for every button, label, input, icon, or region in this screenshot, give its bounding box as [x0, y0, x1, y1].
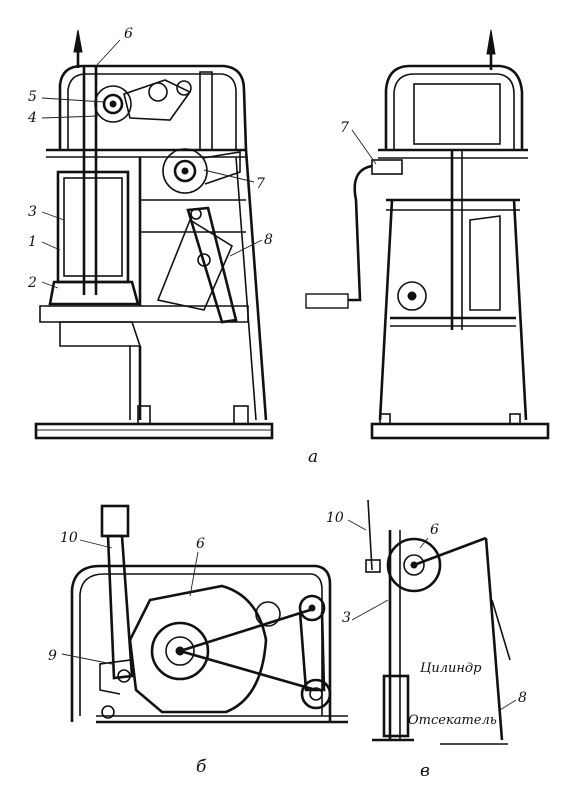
sublabel-v: в — [420, 761, 430, 781]
word-cutter: Отсекатель — [408, 713, 497, 728]
callout-1: 1 — [28, 234, 37, 250]
handle-knob-side — [486, 29, 496, 55]
callout-9: 9 — [48, 648, 57, 664]
lever-8 — [156, 218, 234, 311]
cylinder — [56, 170, 130, 284]
cylinder-scheme — [382, 674, 410, 738]
view-b — [70, 504, 348, 724]
handle-knob — [73, 29, 83, 53]
callout-6b: 6 — [196, 536, 205, 552]
callout-2: 2 — [27, 275, 37, 291]
view-v-scheme — [365, 499, 511, 745]
callout-5: 5 — [28, 89, 37, 105]
callout-10b: 10 — [60, 530, 78, 546]
callout-4: 4 — [27, 110, 37, 126]
view-a-front — [34, 29, 274, 440]
crank-handle — [305, 293, 349, 309]
callout-3: 3 — [28, 204, 37, 220]
gear-wheel — [94, 85, 132, 123]
sublabel-a: а — [308, 447, 318, 467]
leaders — [41, 39, 517, 711]
word-cylinder: Цилиндр — [420, 661, 482, 676]
connecting-rod — [298, 611, 326, 692]
callout-8v: 8 — [518, 690, 527, 706]
floor-rail — [34, 422, 274, 440]
callout-10v: 10 — [326, 510, 344, 526]
labels: 6 5 4 3 1 2 7 8 7 а 10 6 9 б 10 6 3 8 Ци… — [27, 26, 527, 781]
housing-b — [70, 564, 332, 722]
callout-7a: 7 — [256, 176, 265, 192]
housing-side — [384, 64, 524, 150]
disc-6 — [128, 584, 268, 714]
link-8 — [484, 537, 504, 741]
sublabel-b: б — [196, 757, 207, 777]
callout-3v: 3 — [342, 610, 351, 626]
callout-6v: 6 — [430, 522, 439, 538]
housing-top — [58, 64, 248, 151]
lever-handle — [100, 504, 130, 538]
callout-7-side: 7 — [340, 120, 349, 136]
base-plate — [48, 280, 140, 306]
callout-8a: 8 — [264, 232, 273, 248]
crank-arm — [330, 164, 373, 302]
callout-6a: 6 — [124, 26, 133, 42]
floor-rail-side — [370, 422, 550, 440]
lever-10 — [106, 534, 134, 680]
wheel-6 — [386, 537, 442, 593]
view-a-side — [305, 29, 550, 440]
